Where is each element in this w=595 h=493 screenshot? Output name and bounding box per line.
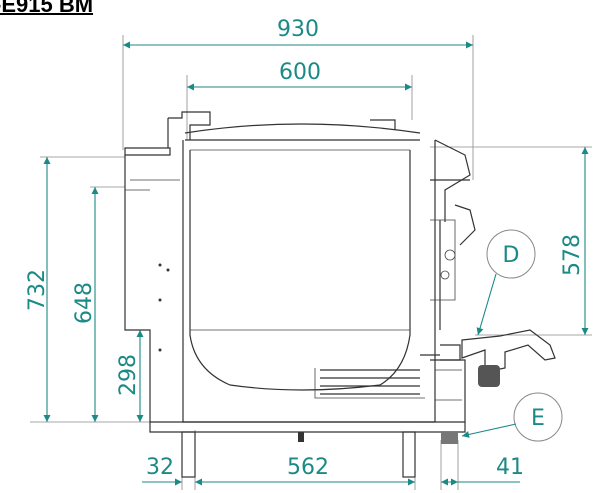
dim-bottom-mid: 562 bbox=[287, 455, 329, 480]
dim-height-right: 578 bbox=[560, 234, 585, 276]
callout-e-label: E bbox=[531, 406, 545, 431]
dim-bottom-left: 32 bbox=[146, 455, 174, 480]
dimension-lines bbox=[43, 41, 589, 486]
callout-d-label: D bbox=[503, 243, 520, 268]
dim-width-inner: 600 bbox=[279, 60, 321, 85]
callout-d: D bbox=[476, 229, 536, 336]
model-title: -E915 BM bbox=[0, 0, 94, 17]
dim-bottom-right: 41 bbox=[496, 455, 524, 480]
dim-width-total: 930 bbox=[277, 17, 319, 42]
dim-height-body: 648 bbox=[72, 282, 97, 324]
callout-e: E bbox=[461, 392, 563, 442]
dim-height-total: 732 bbox=[25, 269, 50, 311]
dim-height-low: 298 bbox=[116, 354, 141, 396]
kettle-drawing bbox=[124, 111, 556, 478]
